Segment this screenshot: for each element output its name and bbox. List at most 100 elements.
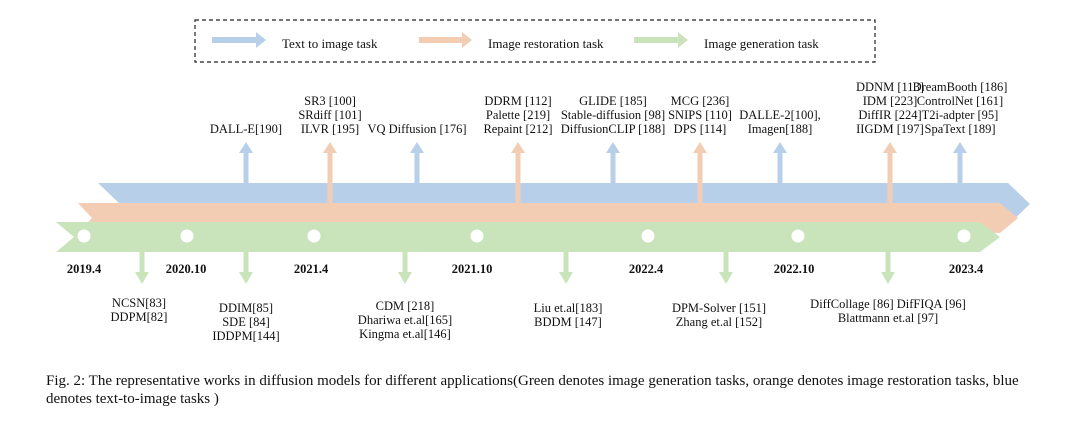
milestone-above-6: DALLE-2[100],Imagen[188] xyxy=(739,108,821,136)
up-arrow-head-8 xyxy=(953,142,967,153)
down-arrow-shaft-0 xyxy=(139,252,145,274)
milestone-below-0: NCSN[83]DDPM[82] xyxy=(111,296,168,324)
milestone-below-4-line-1: Zhang et.al [152] xyxy=(675,315,763,329)
milestone-below-1-line-1: SDE [84] xyxy=(222,315,270,329)
down-arrow-shaft-3 xyxy=(563,252,569,274)
milestone-above-3-line-0: DDRM [112] xyxy=(484,94,552,108)
down-arrow-head-4 xyxy=(719,272,733,284)
milestone-below-2: CDM [218]Dhariwa et.al[165]Kingma et.al[… xyxy=(358,299,452,341)
year-marker-2022.10 xyxy=(791,229,805,243)
milestone-above-3-line-1: Palette [219] xyxy=(485,108,551,122)
milestone-above-4: GLIDE [185]Stable-diffusion [98]Diffusio… xyxy=(561,94,666,136)
legend-arrow-head-restoration xyxy=(462,32,472,48)
milestone-below-0-line-0: NCSN[83] xyxy=(111,296,167,310)
down-arrow-head-1 xyxy=(239,272,253,284)
year-marker-2022.4 xyxy=(641,229,655,243)
up-arrow-shaft-5 xyxy=(697,152,703,206)
milestone-above-6-line-1: Imagen[188] xyxy=(747,122,813,136)
milestone-above-5: MCG [236]SNIPS [110]DPS [114] xyxy=(668,94,732,136)
legend-label-generation: Image generation task xyxy=(704,36,819,51)
milestone-below-1-line-2: IDDPM[144] xyxy=(212,329,280,343)
milestone-above-4-line-1: Stable-diffusion [98] xyxy=(560,108,666,122)
up-arrow-head-3 xyxy=(511,142,525,153)
milestone-below-2-line-2: Kingma et.al[146] xyxy=(359,327,451,341)
year-label-2021.10: 2021.10 xyxy=(451,262,493,276)
year-marker-2023.4 xyxy=(957,229,971,243)
milestone-above-8-line-2: T2i-adpter [95] xyxy=(921,108,999,122)
milestone-above-8-line-1: ControlNet [161] xyxy=(916,94,1004,108)
milestone-above-7-line-0: DDNM [113] xyxy=(856,80,924,94)
up-arrow-head-7 xyxy=(883,142,897,153)
milestone-above-1-line-1: SRdiff [101] xyxy=(298,108,362,122)
milestone-below-2-line-0: CDM [218] xyxy=(375,299,435,313)
up-arrow-head-0 xyxy=(239,142,253,153)
legend-box xyxy=(194,19,876,63)
milestone-above-4-line-0: GLIDE [185] xyxy=(579,94,647,108)
up-arrow-head-5 xyxy=(693,142,707,153)
milestone-above-1-line-0: SR3 [100] xyxy=(304,94,356,108)
down-arrow-shaft-4 xyxy=(723,252,729,274)
generation-band xyxy=(56,222,1000,252)
milestone-below-3-line-1: BDDM [147] xyxy=(534,315,602,329)
figure-caption: Fig. 2: The representative works in diff… xyxy=(46,373,1019,407)
milestone-above-8-line-0: DreamBooth [186] xyxy=(912,80,1008,94)
year-marker-2019.4 xyxy=(77,229,91,243)
down-arrow-head-0 xyxy=(135,272,149,284)
milestone-above-0-line-0: DALL-E[190] xyxy=(209,122,283,136)
milestone-below-3-line-0: Liu et.al[183] xyxy=(533,301,603,315)
milestone-below-0-line-1: DDPM[82] xyxy=(110,310,168,324)
legend-arrow-generation xyxy=(634,37,680,43)
year-marker-2021.4 xyxy=(307,229,321,243)
legend-label-text_to_image: Text to image task xyxy=(282,36,378,51)
up-arrow-head-6 xyxy=(773,142,787,153)
milestone-below-4: DPM-Solver [151]Zhang et.al [152] xyxy=(672,301,766,329)
milestone-above-2: VQ Diffusion [176] xyxy=(367,122,466,136)
milestone-above-7-line-2: DiffIR [224] xyxy=(858,108,922,122)
milestone-above-7-line-3: IIGDM [197] xyxy=(856,122,924,136)
milestone-below-5: DiffCollage [86] DifFIQA [96]Blattmann e… xyxy=(810,297,966,325)
up-arrow-shaft-6 xyxy=(777,152,783,186)
milestone-below-1: DDIM[85]SDE [84]IDDPM[144] xyxy=(212,301,279,343)
milestone-above-5-line-0: MCG [236] xyxy=(670,94,730,108)
up-arrow-head-4 xyxy=(606,142,620,153)
milestone-above-7-line-1: IDM [223] xyxy=(862,94,918,108)
milestone-above-0: DALL-E[190] xyxy=(210,122,282,136)
milestone-below-1-line-0: DDIM[85] xyxy=(218,301,274,315)
milestone-above-5-line-2: DPS [114] xyxy=(673,122,727,136)
milestone-above-3-line-2: Repaint [212] xyxy=(483,122,553,136)
milestone-above-2-line-0: VQ Diffusion [176] xyxy=(367,122,467,136)
legend-arrow-head-text_to_image xyxy=(256,32,266,48)
milestone-above-4-line-2: DiffusionCLIP [188] xyxy=(560,122,666,136)
up-arrow-shaft-7 xyxy=(887,152,893,206)
legend-arrow-text_to_image xyxy=(212,37,258,43)
down-arrow-shaft-2 xyxy=(402,252,408,274)
year-label-2023.4: 2023.4 xyxy=(948,262,984,276)
milestone-below-4-line-0: DPM-Solver [151] xyxy=(671,301,767,315)
down-arrow-head-5 xyxy=(881,272,895,284)
legend-arrow-restoration xyxy=(419,37,464,43)
milestone-above-5-line-1: SNIPS [110] xyxy=(668,108,732,122)
milestone-above-7: DDNM [113]IDM [223]DiffIR [224]IIGDM [19… xyxy=(856,80,924,136)
milestone-above-3: DDRM [112]Palette [219]Repaint [212] xyxy=(483,94,552,136)
year-marker-2021.10 xyxy=(470,229,484,243)
year-marker-2020.10 xyxy=(180,229,194,243)
milestone-above-1-line-2: ILVR [195] xyxy=(300,122,360,136)
milestone-above-8: DreamBooth [186]ControlNet [161]T2i-adpt… xyxy=(913,80,1008,136)
year-label-2019.4: 2019.4 xyxy=(66,262,102,276)
year-label-2021.4: 2021.4 xyxy=(293,262,329,276)
milestone-below-2-line-1: Dhariwa et.al[165] xyxy=(357,313,453,327)
milestone-below-5-line-0: DiffCollage [86] DifFIQA [96] xyxy=(810,297,966,311)
up-arrow-shaft-1 xyxy=(327,152,333,206)
milestone-below-3: Liu et.al[183]BDDM [147] xyxy=(534,301,603,329)
up-arrow-head-1 xyxy=(323,142,337,153)
milestone-above-8-line-3: SpaText [189] xyxy=(924,122,996,136)
legend-label-restoration: Image restoration task xyxy=(488,36,604,51)
down-arrow-head-3 xyxy=(559,272,573,284)
year-label-2022.4: 2022.4 xyxy=(628,262,664,276)
up-arrow-shaft-4 xyxy=(610,152,616,186)
down-arrow-head-2 xyxy=(398,272,412,284)
milestone-above-1: SR3 [100]SRdiff [101]ILVR [195] xyxy=(298,94,361,136)
up-arrow-shaft-3 xyxy=(515,152,521,206)
